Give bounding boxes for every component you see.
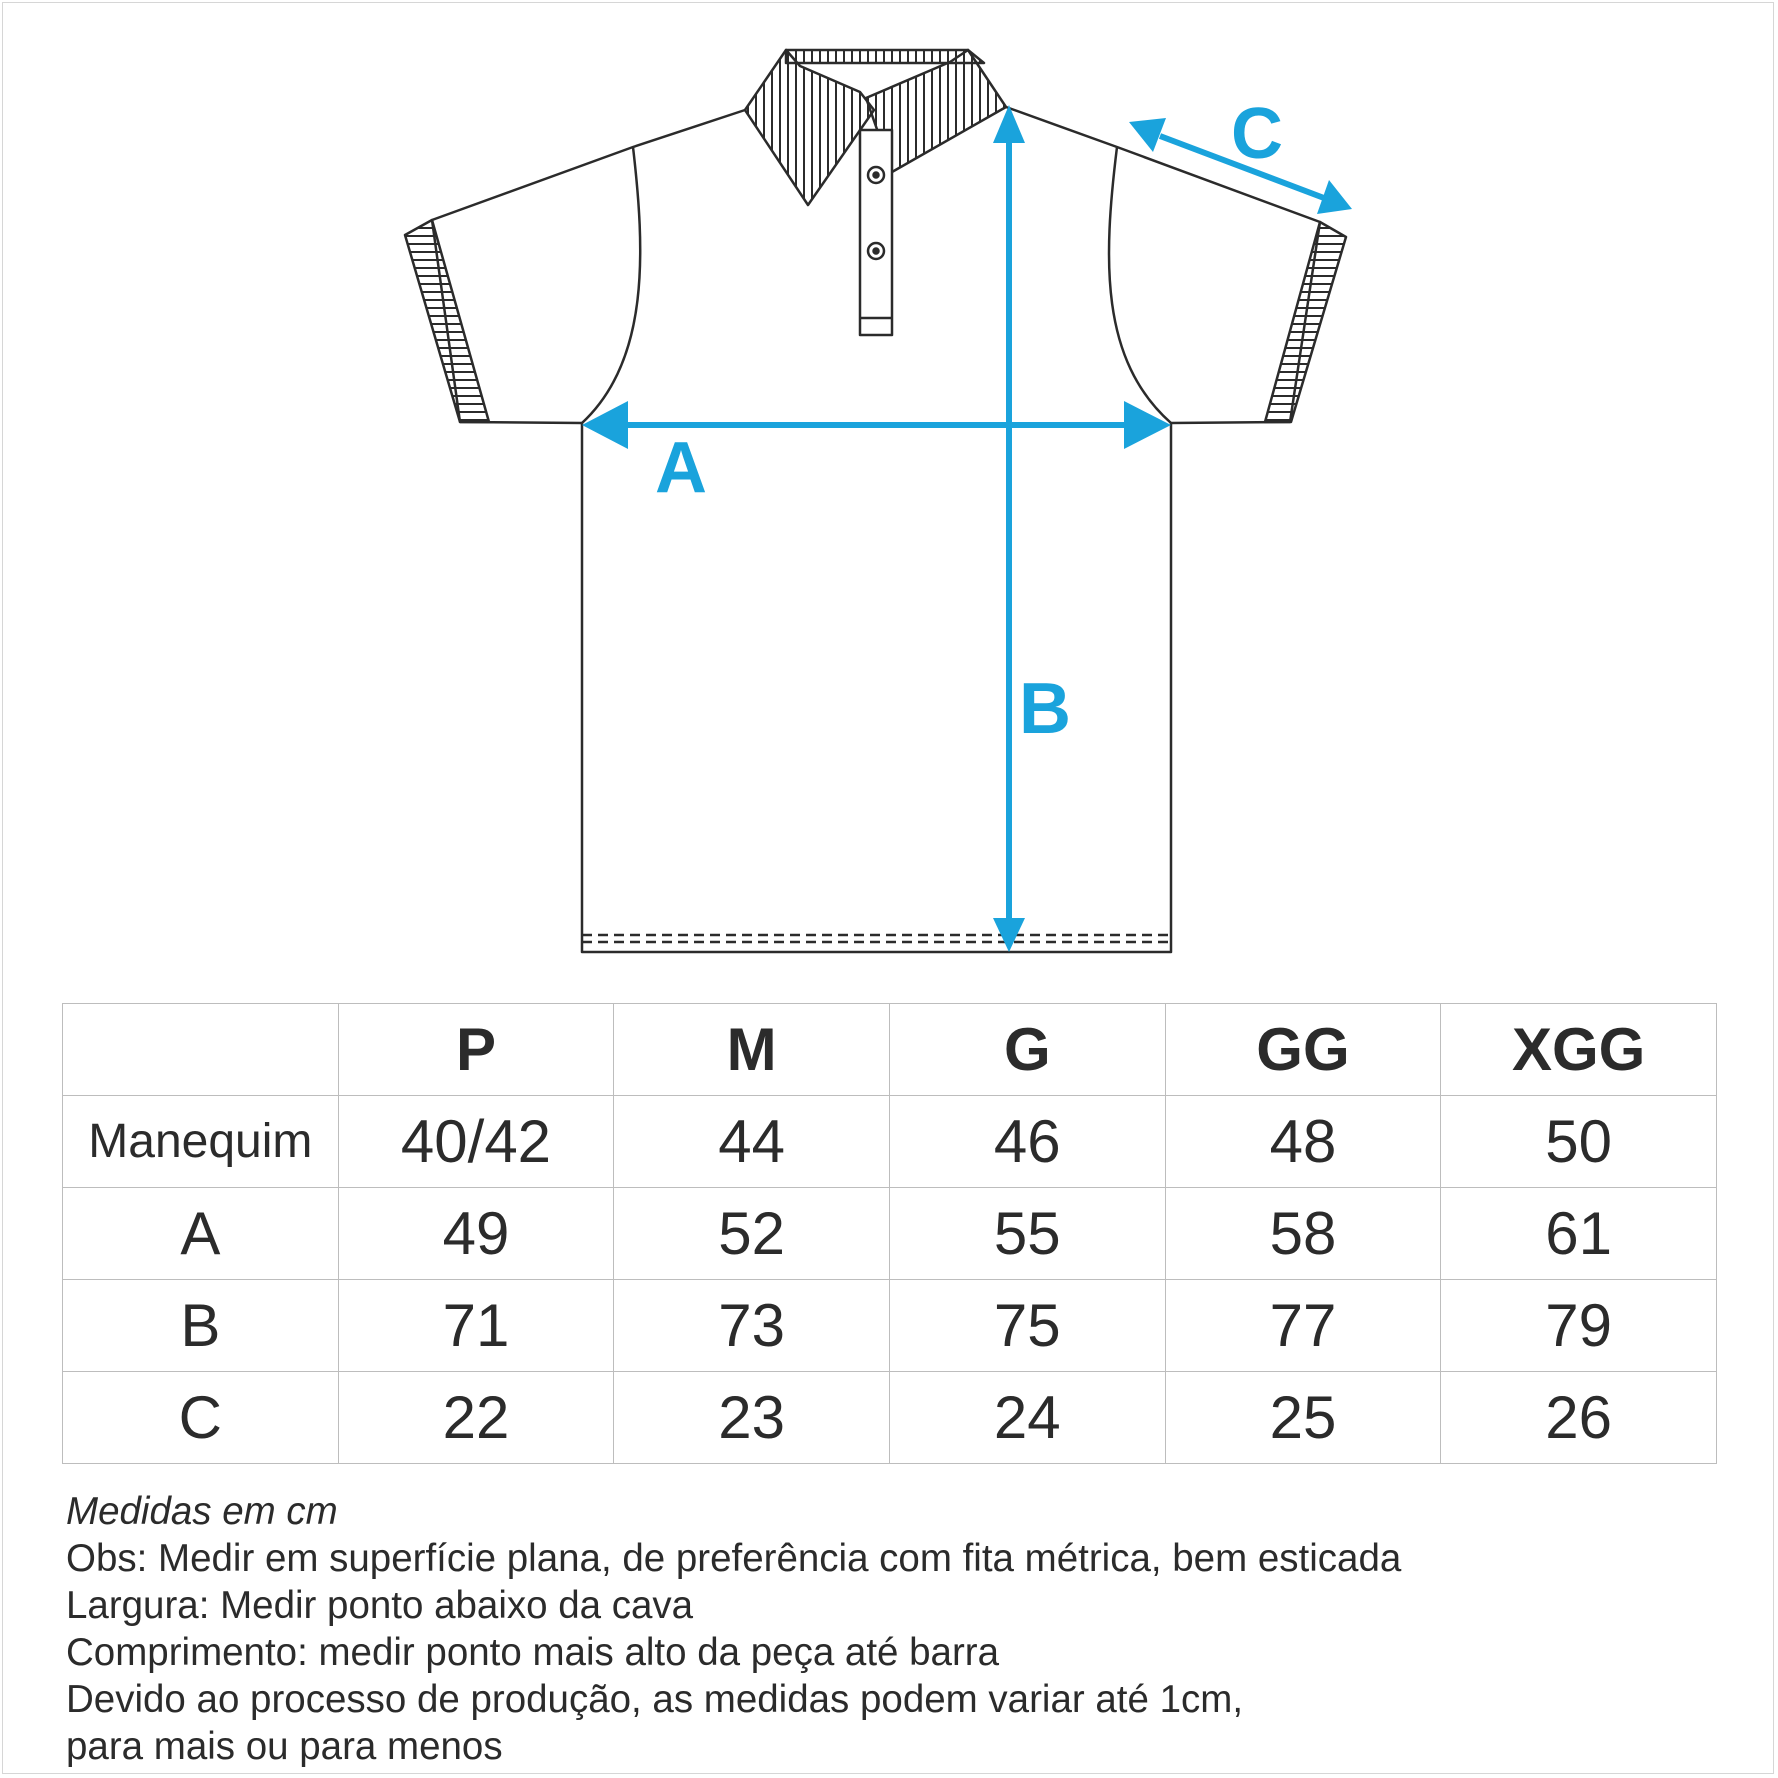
table-cell: 48	[1164, 1095, 1442, 1188]
note-line: Devido ao processo de produção, as medid…	[66, 1678, 1244, 1721]
polo-shirt-diagram: A B C	[403, 48, 1352, 954]
double-arrow-icon	[582, 105, 1352, 952]
table-header-cell	[62, 1003, 339, 1096]
table-cell: 73	[613, 1279, 890, 1372]
table-cell: 61	[1440, 1187, 1717, 1280]
table-cell: 46	[888, 1095, 1166, 1188]
unit-note: Medidas em cm	[66, 1490, 338, 1533]
size-table: P M G GG XGG Manequim 40/42 44 46 48 50 …	[62, 1003, 1717, 1464]
note-line: Obs: Medir em superfície plana, de prefe…	[66, 1537, 1402, 1580]
table-row: C 22 23 24 25 26	[62, 1371, 1717, 1464]
table-cell: 75	[888, 1279, 1166, 1372]
table-header-cell: P	[337, 1003, 615, 1096]
table-cell: 77	[1164, 1279, 1442, 1372]
table-cell: 52	[613, 1187, 890, 1280]
dimension-label-c: C	[1231, 94, 1283, 174]
table-row: A 49 52 55 58 61	[62, 1187, 1717, 1280]
polo-shirt-icon	[403, 48, 1348, 954]
table-row: B 71 73 75 77 79	[62, 1279, 1717, 1372]
table-cell: 44	[613, 1095, 890, 1188]
table-cell: 40/42	[337, 1095, 615, 1188]
table-header-cell: G	[888, 1003, 1166, 1096]
note-line: para mais ou para menos	[66, 1725, 503, 1768]
table-cell: 49	[337, 1187, 615, 1280]
row-label: B	[62, 1279, 339, 1372]
row-label: A	[62, 1187, 339, 1280]
dimension-label-a: A	[655, 428, 707, 508]
table-cell: 50	[1440, 1095, 1717, 1188]
table-header-cell: M	[613, 1003, 890, 1096]
table-cell: 25	[1164, 1371, 1442, 1464]
table-cell: 79	[1440, 1279, 1717, 1372]
dimension-label-b: B	[1019, 669, 1071, 749]
table-header-cell: XGG	[1440, 1003, 1717, 1096]
note-line: Comprimento: medir ponto mais alto da pe…	[66, 1631, 1000, 1674]
row-label: C	[62, 1371, 339, 1464]
note-line: Largura: Medir ponto abaixo da cava	[66, 1584, 694, 1627]
table-header-cell: GG	[1164, 1003, 1442, 1096]
table-cell: 24	[888, 1371, 1166, 1464]
table-header-row: P M G GG XGG	[62, 1003, 1717, 1096]
table-cell: 23	[613, 1371, 890, 1464]
table-cell: 58	[1164, 1187, 1442, 1280]
table-cell: 71	[337, 1279, 615, 1372]
measurement-notes: Medidas em cm Obs: Medir em superfície p…	[66, 1488, 1401, 1770]
table-cell: 22	[337, 1371, 615, 1464]
table-cell: 26	[1440, 1371, 1717, 1464]
table-cell: 55	[888, 1187, 1166, 1280]
row-label: Manequim	[62, 1095, 339, 1188]
table-row: Manequim 40/42 44 46 48 50	[62, 1095, 1717, 1188]
